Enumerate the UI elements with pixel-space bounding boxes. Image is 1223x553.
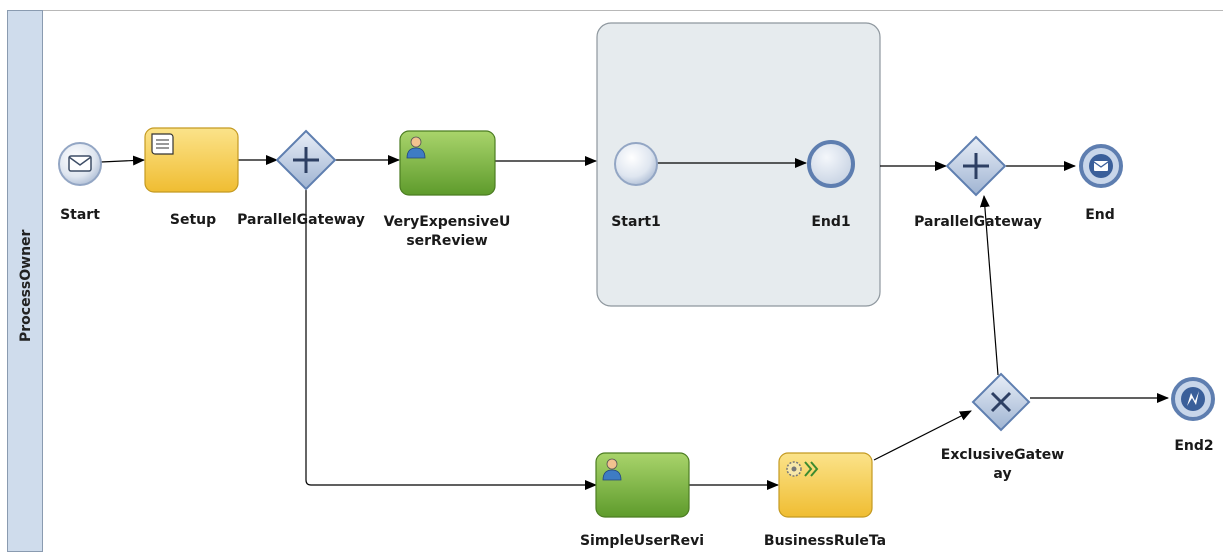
start-event[interactable]	[58, 142, 102, 186]
parallel-gateway-1[interactable]	[275, 129, 337, 191]
business-rule-task[interactable]	[778, 452, 873, 518]
exclusive-gateway[interactable]	[971, 372, 1031, 432]
parallel-gateway-2-label: ParallelGateway	[914, 214, 1042, 230]
swimlane-body	[43, 10, 1223, 553]
parallel-gateway-1-label: ParallelGateway	[237, 212, 365, 228]
end-label: End	[1085, 207, 1115, 223]
envelope-icon	[1093, 161, 1109, 171]
swimlane-header[interactable]: ProcessOwner	[7, 10, 43, 552]
sequence-flows	[100, 155, 1169, 490]
lightning-icon	[1187, 391, 1199, 406]
end-event[interactable]	[1079, 144, 1123, 188]
setup-task[interactable]	[144, 127, 239, 193]
x-icon	[990, 391, 1012, 413]
very-expensive-review-label: VeryExpensiveU serReview	[383, 214, 511, 249]
flow-start-setup[interactable]	[100, 155, 145, 166]
user-icon	[602, 458, 622, 481]
end2-label: End2	[1174, 438, 1214, 454]
setup-label: Setup	[169, 212, 217, 228]
very-expensive-review-task[interactable]	[399, 130, 496, 196]
script-scroll-icon	[151, 133, 174, 155]
plus-icon	[963, 153, 989, 179]
business-rule-task-label: BusinessRuleTa	[763, 533, 887, 549]
flow-businessrule-exclusive[interactable]	[873, 410, 972, 461]
exclusive-gateway-label: ExclusiveGatew ay	[940, 447, 1065, 482]
end2-event[interactable]	[1171, 377, 1215, 421]
gears-icon	[786, 461, 819, 477]
plus-icon	[293, 147, 319, 173]
subprocess-end-event[interactable]	[807, 140, 855, 188]
end1-label: End1	[811, 214, 851, 230]
envelope-icon	[68, 155, 92, 172]
simple-user-review-task[interactable]	[595, 452, 690, 518]
parallel-gateway-2[interactable]	[945, 135, 1007, 197]
subprocess-box[interactable]	[596, 22, 881, 307]
subprocess-start-event[interactable]	[614, 142, 658, 186]
start-label: Start	[60, 207, 100, 223]
flow-gateway1-simplereview[interactable]	[305, 190, 597, 490]
start1-label: Start1	[611, 214, 661, 230]
flow-exclusive-gateway2[interactable]	[979, 195, 999, 376]
simple-user-review-label: SimpleUserRevi	[579, 533, 705, 549]
user-icon	[406, 136, 426, 159]
